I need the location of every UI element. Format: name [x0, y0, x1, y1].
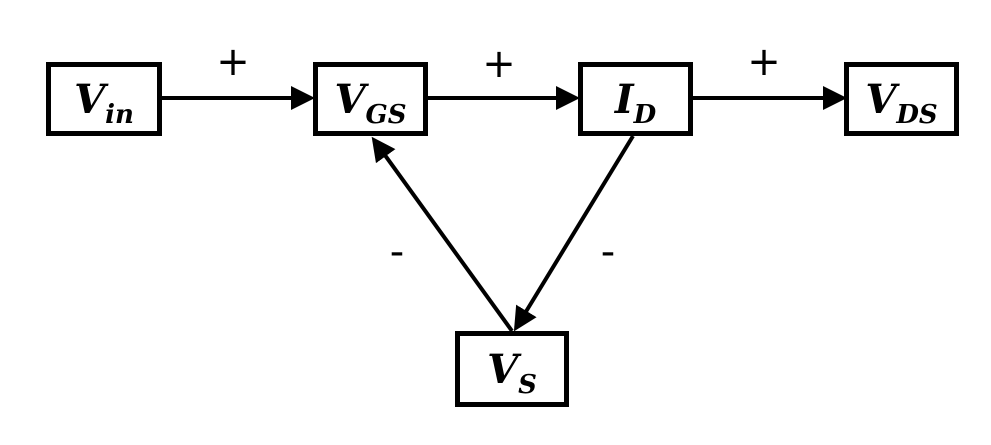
arrow-vs-to-vgs [371, 136, 514, 333]
node-vds-label: VDS [865, 75, 938, 130]
node-vgs: VGS [313, 62, 428, 136]
node-id-label: ID [614, 75, 657, 130]
node-id: ID [578, 62, 693, 136]
node-vin: Vin [46, 62, 162, 136]
node-vin-label: Vin [74, 75, 134, 130]
node-vds: VDS [844, 62, 959, 136]
sign-id-vds: + [747, 39, 781, 85]
sign-vin-vgs: + [216, 39, 250, 85]
sign-id-vs: - [600, 229, 616, 275]
node-vs-label: VS [487, 345, 537, 400]
node-vs: VS [455, 331, 569, 407]
sign-vs-vgs: - [389, 229, 405, 275]
arrow-id-to-vs [513, 134, 635, 332]
node-vgs-label: VGS [334, 75, 407, 130]
sign-vgs-id: + [482, 41, 516, 87]
